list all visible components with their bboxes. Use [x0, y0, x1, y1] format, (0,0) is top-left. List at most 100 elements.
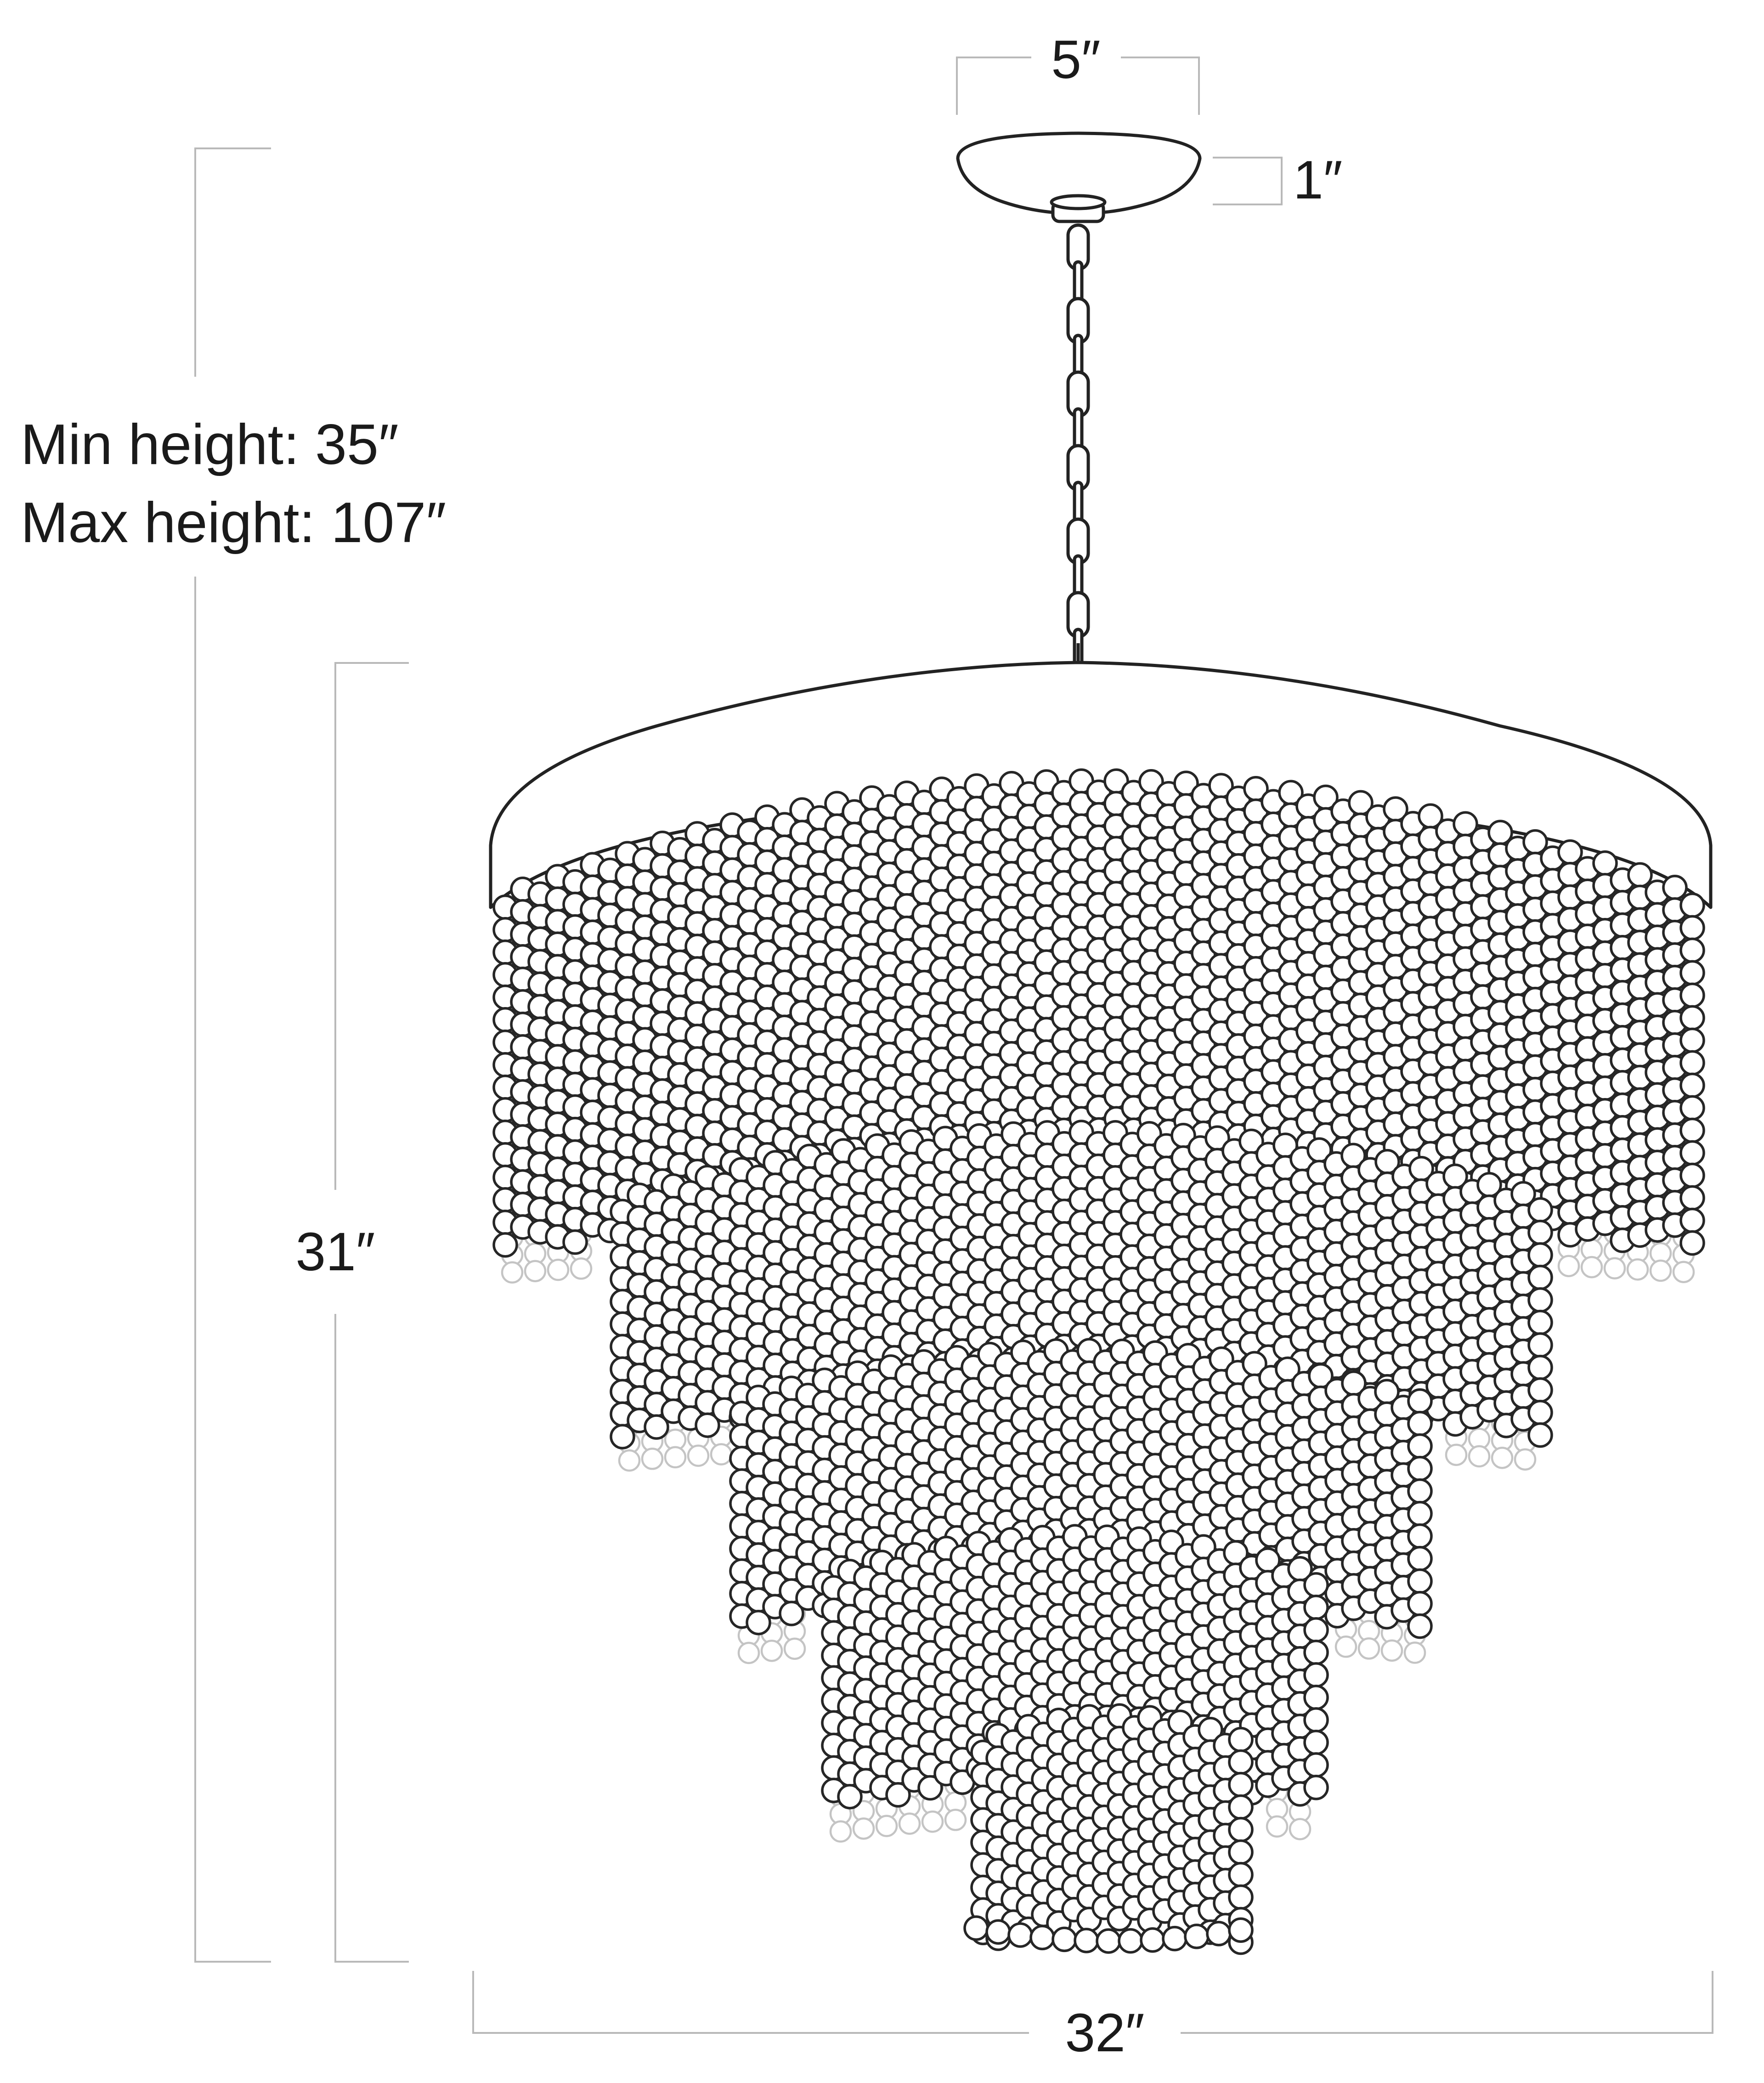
bead — [644, 1414, 669, 1440]
bead — [1527, 1242, 1553, 1268]
bead — [1527, 1354, 1553, 1381]
overall-height-bracket — [194, 147, 271, 1963]
canopy-height-label: 1″ — [1293, 150, 1342, 210]
bead — [1140, 1927, 1165, 1953]
background-bead — [898, 1812, 921, 1835]
fixture-width-label: 32″ — [1065, 2003, 1144, 2063]
bead — [1118, 1928, 1143, 1954]
background-bead — [1445, 1443, 1468, 1466]
bead — [1303, 1775, 1329, 1800]
bead — [1407, 1523, 1433, 1549]
bead — [610, 1424, 635, 1449]
background-bead — [710, 1443, 733, 1466]
background-bead — [852, 1817, 875, 1840]
bead — [1679, 1117, 1705, 1143]
background-bead — [1334, 1636, 1357, 1658]
bead — [1052, 1926, 1077, 1953]
bead — [1407, 1478, 1433, 1504]
background-bead — [1380, 1639, 1403, 1662]
bead — [1592, 850, 1618, 876]
dimension-labels: 5″ 1″ Min height: 35″ Max height: 107″ 3… — [21, 29, 1342, 2063]
bead — [1029, 1925, 1055, 1951]
background-bead — [1580, 1256, 1603, 1279]
bead — [779, 1601, 804, 1626]
background-bead — [1626, 1258, 1649, 1281]
bead — [1228, 1794, 1254, 1820]
bead — [1303, 1572, 1329, 1598]
bead — [695, 1412, 720, 1438]
bead — [1303, 1662, 1329, 1688]
background-bead — [687, 1444, 710, 1467]
canopy-width-label: 5″ — [1051, 29, 1100, 90]
ceiling-canopy — [956, 131, 1202, 215]
bead — [1527, 1264, 1553, 1291]
bead — [1303, 1640, 1329, 1665]
bead — [1679, 937, 1705, 963]
bead — [1407, 1545, 1433, 1572]
max-height-label: Max height: 107″ — [21, 491, 446, 555]
bead — [1228, 1726, 1254, 1753]
dimension-lines — [194, 57, 1713, 2034]
bead — [1303, 1685, 1329, 1710]
bead — [837, 1783, 863, 1810]
canopy-height-bracket — [1213, 157, 1283, 205]
bead — [1096, 1928, 1121, 1954]
bead — [1407, 1410, 1433, 1437]
bead — [1184, 1924, 1210, 1949]
bead — [1527, 1332, 1553, 1358]
background-bead — [501, 1261, 524, 1284]
background-bead — [1289, 1818, 1312, 1840]
bead — [1206, 1921, 1232, 1947]
bead — [1303, 1730, 1329, 1755]
bead-tier — [729, 1338, 1433, 1639]
bead — [1527, 1219, 1553, 1245]
background-bead — [641, 1448, 664, 1470]
background-bead — [944, 1809, 967, 1831]
bead — [1679, 960, 1705, 986]
fixture-height-label: 31″ — [295, 1222, 375, 1282]
background-bead — [618, 1449, 641, 1472]
background-bead — [1557, 1255, 1580, 1277]
background-bead — [1491, 1446, 1514, 1469]
bead — [885, 1782, 911, 1808]
bead — [1228, 1817, 1254, 1843]
bead — [1557, 839, 1583, 865]
bead — [1303, 1752, 1329, 1778]
background-bead — [1603, 1257, 1626, 1279]
bead — [1527, 1377, 1553, 1403]
bead — [492, 1232, 518, 1258]
background-bead — [1514, 1448, 1537, 1471]
bead — [1627, 862, 1653, 888]
bead — [1074, 1928, 1099, 1953]
bead — [1303, 1595, 1329, 1620]
bead — [1527, 1197, 1553, 1223]
background-bead — [921, 1810, 944, 1833]
bead — [1527, 1309, 1553, 1336]
bead — [985, 1919, 1011, 1945]
bead-tier — [821, 1524, 1329, 1810]
bead — [1407, 1433, 1433, 1459]
chain — [1066, 223, 1090, 675]
fixture-width-bracket — [472, 1971, 1713, 2034]
bead — [1679, 1095, 1705, 1121]
bead — [1679, 1005, 1705, 1031]
background-bead — [737, 1641, 760, 1664]
background-bead — [1649, 1259, 1672, 1282]
bead — [1679, 1050, 1705, 1076]
bead — [1679, 1072, 1705, 1098]
bead — [917, 1775, 943, 1801]
bead — [1679, 1140, 1705, 1166]
background-bead — [1672, 1261, 1695, 1283]
bead — [1407, 1500, 1433, 1527]
bead — [1162, 1925, 1187, 1952]
bead — [1228, 1772, 1254, 1798]
bead — [1303, 1617, 1329, 1643]
bead — [562, 1229, 588, 1255]
background-bead — [829, 1820, 852, 1843]
bead — [1679, 1230, 1705, 1256]
bead — [1662, 874, 1688, 900]
bead — [1679, 1162, 1705, 1189]
bead — [1228, 1917, 1254, 1943]
bead — [1228, 1862, 1254, 1888]
